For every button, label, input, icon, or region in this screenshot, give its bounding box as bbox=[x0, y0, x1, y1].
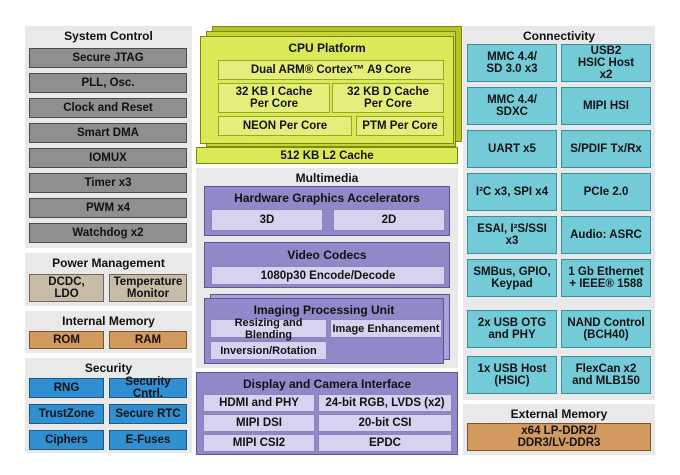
i2c-spi-block: I²C x3, SPI x4 bbox=[467, 173, 557, 211]
rom-block: ROM bbox=[29, 331, 104, 349]
smart-dma-block: Smart DMA bbox=[29, 123, 187, 143]
trustzone-block: TrustZone bbox=[29, 404, 104, 424]
secure-rtc-block: Secure RTC bbox=[109, 404, 187, 424]
nand-control-block: NAND Control (BCH40) bbox=[561, 310, 651, 348]
rgb-lvds-block: 24-bit RGB, LVDS (x2) bbox=[318, 394, 452, 412]
rng-block: RNG bbox=[29, 378, 104, 398]
usb-otg-phy-block: 2x USB OTG and PHY bbox=[467, 310, 557, 348]
esai-i2s-ssi-block: ESAI, I²S/SSI x3 bbox=[467, 216, 557, 254]
mipi-dsi-block: MIPI DSI bbox=[203, 414, 315, 432]
csi-20bit-block: 20-bit CSI bbox=[318, 414, 452, 432]
ddr-block: x64 LP-DDR2/ DDR3/LV-DDR3 bbox=[467, 423, 651, 451]
power-management-title: Power Management bbox=[52, 256, 165, 270]
imaging-processing-unit-block: Imaging Processing Unit Resizing and Ble… bbox=[204, 298, 444, 364]
graphics-accelerators-title: Hardware Graphics Accelerators bbox=[234, 191, 420, 205]
watchdog-block: Watchdog x2 bbox=[29, 223, 187, 243]
ptm-block: PTM Per Core bbox=[356, 116, 444, 136]
usb-host-hsic-block: 1x USB Host (HSIC) bbox=[467, 356, 557, 394]
spdif-block: S/PDIF Tx/Rx bbox=[561, 130, 651, 168]
internal-memory-title: Internal Memory bbox=[62, 314, 155, 328]
cpu-platform-block: CPU Platform Dual ARM® Cortex™ A9 Core 3… bbox=[200, 36, 454, 144]
cpu-platform-title: CPU Platform bbox=[288, 41, 366, 55]
mmc-sd-block: MMC 4.4/ SD 3.0 x3 bbox=[467, 44, 557, 82]
power-management-panel: Power Management DCDC, LDO Temperature M… bbox=[25, 253, 192, 306]
flexcan-mlb-block: FlexCan x2 and MLB150 bbox=[561, 356, 651, 394]
graphics-accelerators-block: Hardware Graphics Accelerators 3D 2D bbox=[204, 186, 450, 236]
security-controller-block: Security Cntrl. bbox=[109, 376, 187, 400]
external-memory-title: External Memory bbox=[510, 407, 608, 421]
timer-block: Timer x3 bbox=[29, 173, 187, 193]
l2-cache-block: 512 KB L2 Cache bbox=[196, 147, 458, 164]
usb2-hsic-host-block: USB2 HSIC Host x2 bbox=[561, 44, 651, 82]
ciphers-block: Ciphers bbox=[29, 430, 104, 450]
system-control-panel: System Control Secure JTAG PLL, Osc. Clo… bbox=[25, 26, 192, 248]
gigabit-ethernet-block: 1 Gb Ethernet + IEEE® 1588 bbox=[561, 259, 651, 297]
pwm-block: PWM x4 bbox=[29, 198, 187, 218]
connectivity-panel: Connectivity MMC 4.4/ SD 3.0 x3 USB2 HSI… bbox=[463, 26, 655, 400]
iomux-block: IOMUX bbox=[29, 148, 187, 168]
secure-jtag-block: Secure JTAG bbox=[29, 48, 187, 68]
image-enhancement-block: Image Enhancement bbox=[330, 319, 442, 338]
pcie-block: PCIe 2.0 bbox=[561, 173, 651, 211]
uart-block: UART x5 bbox=[467, 130, 557, 168]
mmc-sdxc-block: MMC 4.4/ SDXC bbox=[467, 87, 557, 125]
mipi-hsi-block: MIPI HSI bbox=[561, 87, 651, 125]
internal-memory-panel: Internal Memory ROM RAM bbox=[25, 311, 192, 353]
display-camera-interface-title: Display and Camera Interface bbox=[242, 377, 412, 391]
security-title: Security bbox=[84, 361, 133, 375]
ram-block: RAM bbox=[109, 331, 187, 349]
d-cache-block: 32 KB D Cache Per Core bbox=[332, 83, 444, 113]
clock-reset-block: Clock and Reset bbox=[29, 98, 187, 118]
mipi-csi2-block: MIPI CSI2 bbox=[203, 434, 315, 452]
imaging-processing-unit-title: Imaging Processing Unit bbox=[253, 303, 395, 317]
smbus-gpio-keypad-block: SMBus, GPIO, Keypad bbox=[467, 259, 557, 297]
resizing-blending-block: Resizing and Blending bbox=[210, 317, 327, 341]
system-control-title: System Control bbox=[64, 29, 153, 43]
neon-block: NEON Per Core bbox=[218, 116, 352, 136]
display-camera-interface-block: Display and Camera Interface HDMI and PH… bbox=[196, 372, 458, 455]
encode-decode-block: 1080p30 Encode/Decode bbox=[211, 266, 445, 285]
video-codecs-title: Video Codecs bbox=[287, 248, 367, 262]
gpu-3d-block: 3D bbox=[211, 209, 323, 231]
epdc-block: EPDC bbox=[318, 434, 452, 452]
multimedia-panel: Multimedia Hardware Graphics Accelerator… bbox=[196, 168, 458, 368]
external-memory-panel: External Memory x64 LP-DDR2/ DDR3/LV-DDR… bbox=[463, 404, 655, 455]
temperature-monitor-block: Temperature Monitor bbox=[109, 274, 187, 302]
gpu-2d-block: 2D bbox=[333, 209, 445, 231]
i-cache-block: 32 KB I Cache Per Core bbox=[218, 83, 330, 113]
dual-cortex-a9-core-block: Dual ARM® Cortex™ A9 Core bbox=[218, 60, 444, 80]
multimedia-title: Multimedia bbox=[295, 171, 359, 185]
e-fuses-block: E-Fuses bbox=[109, 430, 187, 450]
dcdc-ldo-block: DCDC, LDO bbox=[29, 274, 104, 302]
pll-osc-block: PLL, Osc. bbox=[29, 73, 187, 93]
connectivity-title: Connectivity bbox=[522, 29, 595, 43]
hdmi-phy-block: HDMI and PHY bbox=[203, 394, 315, 412]
inversion-rotation-block: Inversion/Rotation bbox=[210, 341, 327, 360]
video-codecs-block: Video Codecs 1080p30 Encode/Decode bbox=[204, 242, 450, 288]
security-panel: Security RNG Security Cntrl. TrustZone S… bbox=[25, 358, 192, 453]
audio-asrc-block: Audio: ASRC bbox=[561, 216, 651, 254]
